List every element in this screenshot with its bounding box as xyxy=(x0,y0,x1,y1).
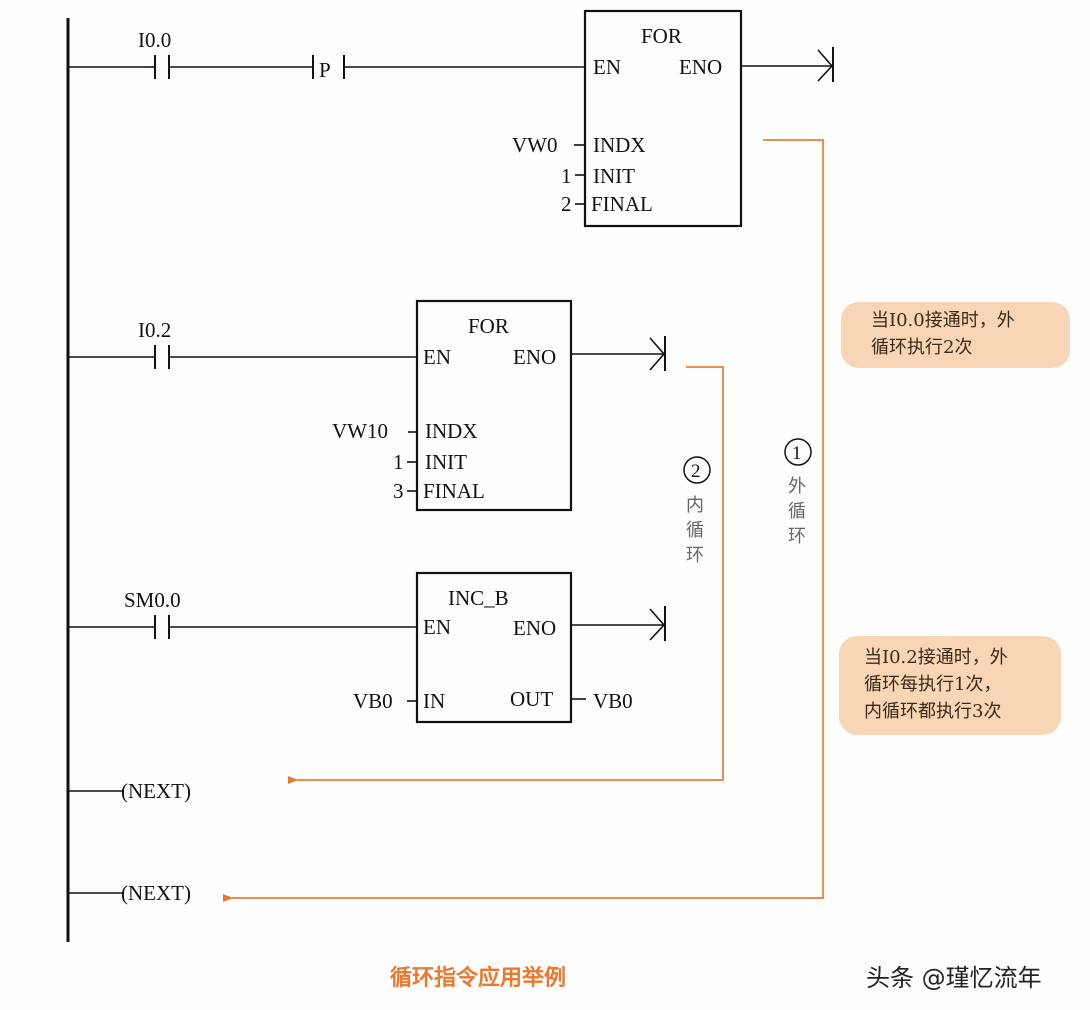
for-block-inner: FOR EN ENO INDX INIT FINAL VW10 1 3 xyxy=(332,299,573,512)
final-value: 2 xyxy=(561,192,572,216)
loop-label-char: 外 xyxy=(788,476,806,497)
callout-line: 循环执行2次 xyxy=(871,337,973,358)
contact-label: I0.0 xyxy=(138,28,171,52)
init-value: 1 xyxy=(393,450,404,474)
block-title: INC_B xyxy=(448,586,509,610)
init-pin: INIT xyxy=(425,450,467,474)
out-value: VB0 xyxy=(593,689,633,713)
edge-label: P xyxy=(319,58,331,82)
loop-label-char: 循 xyxy=(686,520,704,541)
block-title: FOR xyxy=(641,24,682,48)
en-pin: EN xyxy=(423,615,451,639)
rung-next-inner: (NEXT) xyxy=(68,779,191,803)
callout-outer-loop: 当I0.0接通时，外 循环执行2次 xyxy=(841,302,1070,368)
eno-output-terminal xyxy=(741,47,834,82)
contact-label: SM0.0 xyxy=(124,588,181,612)
rung-1: I0.0 P FOR EN ENO INDX INIT FINAL VW0 1 … xyxy=(68,9,834,228)
eno-pin: ENO xyxy=(513,616,556,640)
callout-line: 当I0.0接通时，外 xyxy=(871,310,1015,331)
outer-loop-arrow xyxy=(223,139,824,902)
init-pin: INIT xyxy=(593,164,635,188)
number-circle-icon xyxy=(683,456,711,484)
in-pin: IN xyxy=(423,689,445,713)
loop-label-char: 内 xyxy=(686,495,704,516)
inc-b-block: INC_B EN ENO IN VB0 OUT VB0 xyxy=(353,571,633,724)
loop-number: 1 xyxy=(792,443,802,464)
rung-3: SM0.0 INC_B EN ENO IN VB0 OUT VB0 xyxy=(68,571,666,724)
contact-sm0-0: SM0.0 xyxy=(124,588,181,639)
for-block-outer: FOR EN ENO INDX INIT FINAL VW0 1 2 xyxy=(512,9,743,228)
eno-pin: ENO xyxy=(679,55,722,79)
figure-caption: 循环指令应用举例 xyxy=(390,966,567,991)
loop-label-char: 环 xyxy=(788,526,806,547)
number-circle-icon xyxy=(784,438,812,466)
indx-value: VW0 xyxy=(512,133,558,157)
indx-pin: INDX xyxy=(425,419,478,443)
final-pin: FINAL xyxy=(591,192,653,216)
outer-loop-label: 1 外 循 环 xyxy=(784,438,812,547)
contact-i0-0: I0.0 xyxy=(138,28,171,79)
eno-output-terminal xyxy=(571,336,666,371)
inner-loop-label: 2 内 循 环 xyxy=(683,456,711,566)
en-pin: EN xyxy=(593,55,621,79)
loop-label-char: 循 xyxy=(788,501,806,522)
init-value: 1 xyxy=(561,164,572,188)
watermark: 头条 @瑾忆流年 xyxy=(866,964,1042,992)
callout-line: 内循环都执行3次 xyxy=(864,701,1002,722)
inner-loop-arrow xyxy=(288,366,724,784)
callout-inner-loop: 当I0.2接通时，外 循环每执行1次， 内循环都执行3次 xyxy=(839,636,1061,735)
eno-output-terminal xyxy=(571,606,666,641)
contact-label: I0.2 xyxy=(138,318,171,342)
positive-edge-contact: P xyxy=(312,55,345,82)
eno-pin: ENO xyxy=(513,345,556,369)
next-coil: (NEXT) xyxy=(121,881,191,905)
contact-i0-2: I0.2 xyxy=(138,318,171,369)
callout-line: 循环每执行1次， xyxy=(864,674,1002,695)
loop-number: 2 xyxy=(691,461,701,482)
final-value: 3 xyxy=(393,479,404,503)
final-pin: FINAL xyxy=(423,479,485,503)
in-value: VB0 xyxy=(353,689,393,713)
en-pin: EN xyxy=(423,345,451,369)
indx-value: VW10 xyxy=(332,419,388,443)
callout-line: 当I0.2接通时，外 xyxy=(864,647,1008,668)
loop-label-char: 环 xyxy=(686,545,704,566)
rung-next-outer: (NEXT) xyxy=(68,881,191,905)
next-coil: (NEXT) xyxy=(121,779,191,803)
indx-pin: INDX xyxy=(593,133,646,157)
out-pin: OUT xyxy=(510,687,553,711)
block-title: FOR xyxy=(468,314,509,338)
rung-2: I0.2 FOR EN ENO INDX INIT FINAL VW10 1 3 xyxy=(68,299,666,512)
